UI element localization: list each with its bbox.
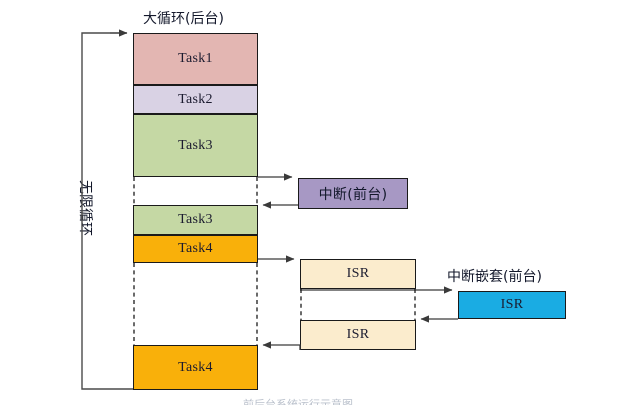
figure-caption: 前后台系统运行示意图 [243, 398, 353, 405]
task-block-task3-first: Task3 [133, 114, 258, 177]
background-loop-title: 大循环(后台) [143, 11, 224, 27]
isr-block-second: ISR [300, 320, 416, 350]
task-block-task3-resumed: Task3 [133, 205, 258, 235]
task-block-task4-first: Task4 [133, 235, 258, 263]
isr-block-first: ISR [300, 259, 416, 289]
task-block-task4-resumed: Task4 [133, 345, 258, 390]
infinite-loop-label: 无限循环 [77, 180, 93, 236]
task-block-task1: Task1 [133, 33, 258, 85]
isr-timeline-dashed [300, 289, 416, 320]
task-block-task2: Task2 [133, 85, 258, 114]
arrow-isr-return-to-task4 [262, 341, 301, 350]
nested-interrupt-title: 中断嵌套(前台) [447, 269, 542, 285]
nested-isr-block: ISR [458, 291, 566, 319]
interrupt-block: 中断(前台) [298, 178, 408, 209]
